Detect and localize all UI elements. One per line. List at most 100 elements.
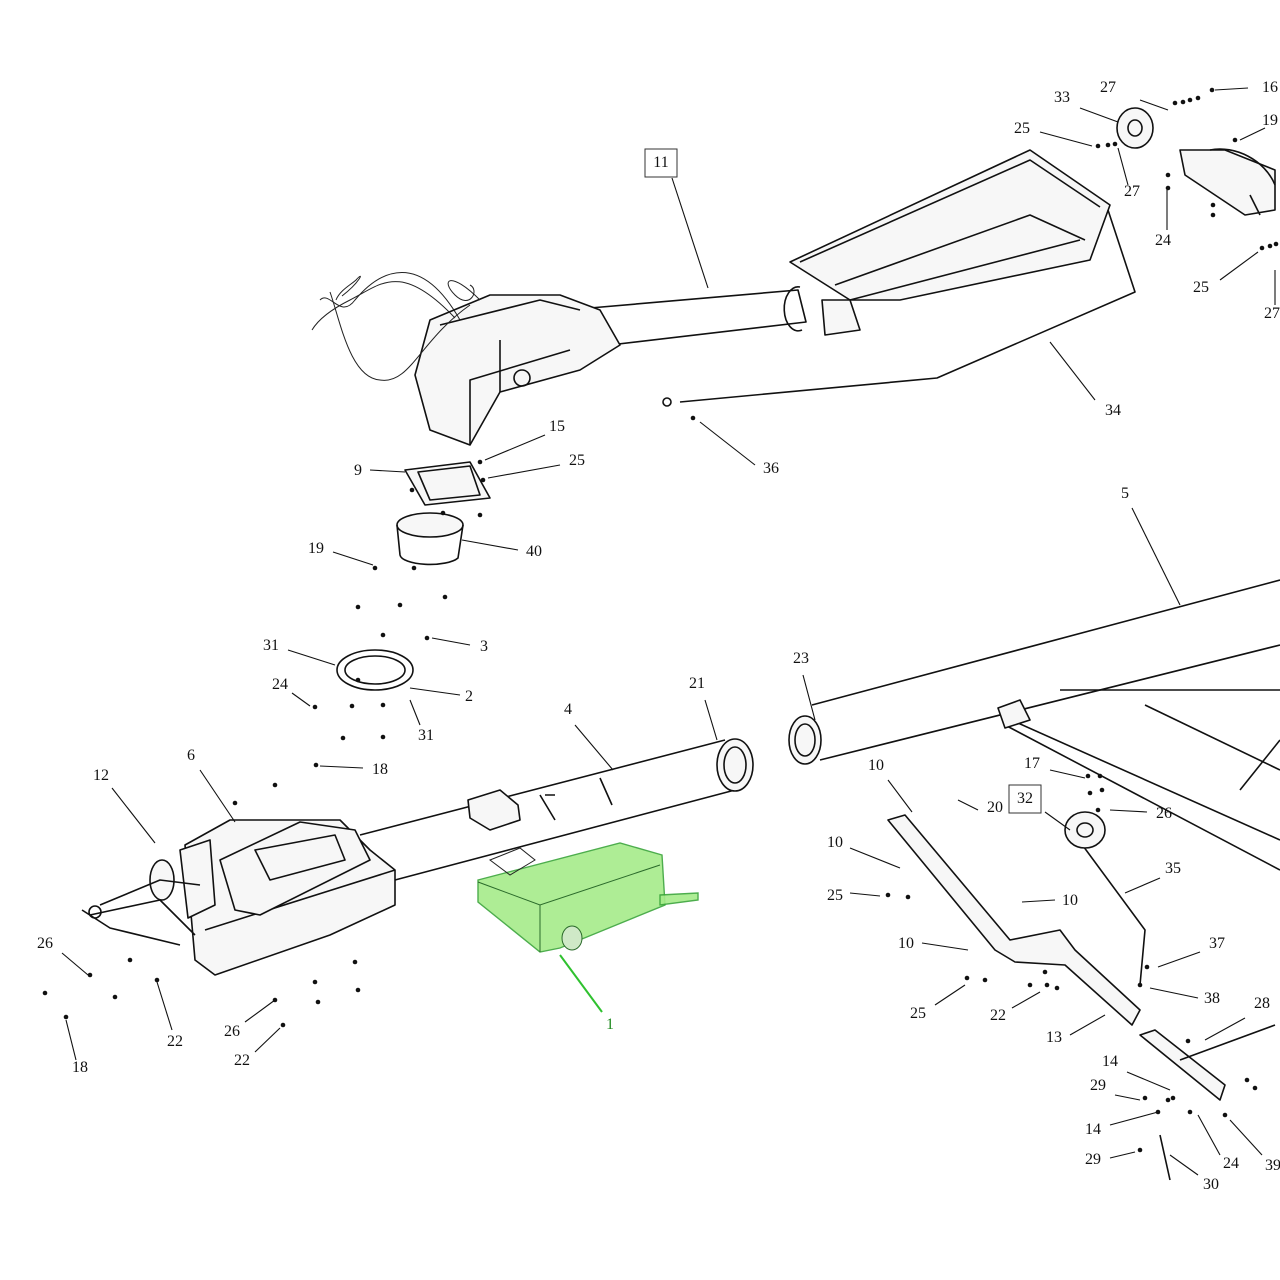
callout-19: 19 <box>1262 112 1278 129</box>
fastener-66 <box>112 994 118 1000</box>
fastener-28 <box>355 677 361 683</box>
fastener-3 <box>1172 100 1178 106</box>
leader-line-19 <box>332 551 374 566</box>
fastener-50 <box>1042 969 1048 975</box>
callout-18: 18 <box>372 761 388 778</box>
fastener-8 <box>1165 172 1171 178</box>
callout-25: 25 <box>1014 120 1030 137</box>
callout-38: 38 <box>1204 990 1220 1007</box>
leader-line-15 <box>484 434 546 461</box>
leader-line-24 <box>1197 1114 1221 1156</box>
fastener-33 <box>380 734 386 740</box>
fastener-23 <box>442 594 448 600</box>
leader-line-12 <box>111 787 156 844</box>
leader-line-10 <box>849 847 901 869</box>
leader-line-14 <box>1126 1071 1171 1091</box>
fastener-7 <box>1209 87 1215 93</box>
fastener-64 <box>127 957 133 963</box>
callout-23: 23 <box>793 650 809 667</box>
leader-line-39 <box>1229 1119 1263 1156</box>
fastener-47 <box>1027 982 1033 988</box>
callout-13: 13 <box>1046 1029 1062 1046</box>
callout-10: 10 <box>827 834 843 851</box>
fastener-38 <box>1085 773 1091 779</box>
hardware-fasteners <box>42 87 1279 1153</box>
fastener-26 <box>380 632 386 638</box>
callout-16: 16 <box>1262 79 1278 96</box>
leader-line-25 <box>849 892 881 897</box>
fastener-69 <box>272 997 278 1003</box>
callout-25: 25 <box>569 452 585 469</box>
callout-11: 11 <box>653 154 668 171</box>
callout-box-32 <box>1008 784 1042 814</box>
fastener-44 <box>905 894 911 900</box>
fastener-11 <box>1210 212 1216 218</box>
leader-line-37 <box>1157 951 1201 968</box>
leader-line-14 <box>1109 1111 1159 1126</box>
callout-35: 35 <box>1165 860 1181 877</box>
fastener-9 <box>1165 185 1171 191</box>
callout-18: 18 <box>72 1059 88 1076</box>
leader-line-16 <box>1214 87 1249 91</box>
fastener-27 <box>424 635 430 641</box>
callout-33: 33 <box>1054 89 1070 106</box>
callout-17: 17 <box>1024 755 1040 772</box>
leader-line-33 <box>1079 107 1119 123</box>
leader-line-3 <box>431 637 471 646</box>
fastener-0 <box>1095 143 1101 149</box>
leader-line-22 <box>156 981 173 1031</box>
callout-29: 29 <box>1090 1077 1106 1094</box>
callout-31: 31 <box>418 727 434 744</box>
callout-26: 26 <box>37 935 53 952</box>
callout-25: 25 <box>910 1005 926 1022</box>
fastener-65 <box>154 977 160 983</box>
callout-27: 27 <box>1124 183 1140 200</box>
leader-line-36 <box>699 421 756 466</box>
fastener-51 <box>1137 982 1143 988</box>
fastener-22 <box>411 565 417 571</box>
leader-line-28 <box>1204 1017 1246 1041</box>
callout-6: 6 <box>187 747 195 764</box>
callout-25: 25 <box>827 887 843 904</box>
leader-line-5 <box>1131 507 1181 606</box>
fastener-58 <box>1222 1112 1228 1118</box>
leader-line-25 <box>934 984 966 1006</box>
leader-line-25 <box>1039 131 1093 147</box>
leader-line-26 <box>1109 809 1148 813</box>
callout-1[interactable]: 1 <box>606 1016 614 1033</box>
callout-28: 28 <box>1254 995 1270 1012</box>
fastener-48 <box>1044 982 1050 988</box>
leader-line-31 <box>287 649 336 666</box>
fastener-46 <box>982 977 988 983</box>
leader-line-21 <box>704 699 718 741</box>
fastener-20 <box>440 510 446 516</box>
fastener-56 <box>1155 1109 1161 1115</box>
fastener-17 <box>480 477 486 483</box>
fastener-40 <box>1099 787 1105 793</box>
fastener-39 <box>1097 773 1103 779</box>
callout-14: 14 <box>1102 1053 1118 1070</box>
fastener-53 <box>1185 1038 1191 1044</box>
callout-5: 5 <box>1121 485 1129 502</box>
highlighted-part-1[interactable] <box>477 842 699 953</box>
leader-line-23 <box>802 674 816 721</box>
fastener-30 <box>380 702 386 708</box>
fastener-12 <box>1232 137 1238 143</box>
callout-27: 27 <box>1100 79 1116 96</box>
fastener-68 <box>63 1014 69 1020</box>
callout-37: 37 <box>1209 935 1225 952</box>
fastener-35 <box>232 800 238 806</box>
fastener-13 <box>1259 245 1265 251</box>
leader-line-18 <box>319 765 364 769</box>
leader-line-6 <box>199 769 236 823</box>
fastener-24 <box>397 602 403 608</box>
callout-24: 24 <box>1155 232 1171 249</box>
fastener-72 <box>315 999 321 1005</box>
leader-line-29 <box>1114 1094 1141 1101</box>
fastener-18 <box>409 487 415 493</box>
fastener-62 <box>1142 1095 1148 1101</box>
leader-line-10 <box>921 942 969 951</box>
leader-line-17 <box>1049 769 1086 779</box>
fastener-19 <box>477 512 483 518</box>
